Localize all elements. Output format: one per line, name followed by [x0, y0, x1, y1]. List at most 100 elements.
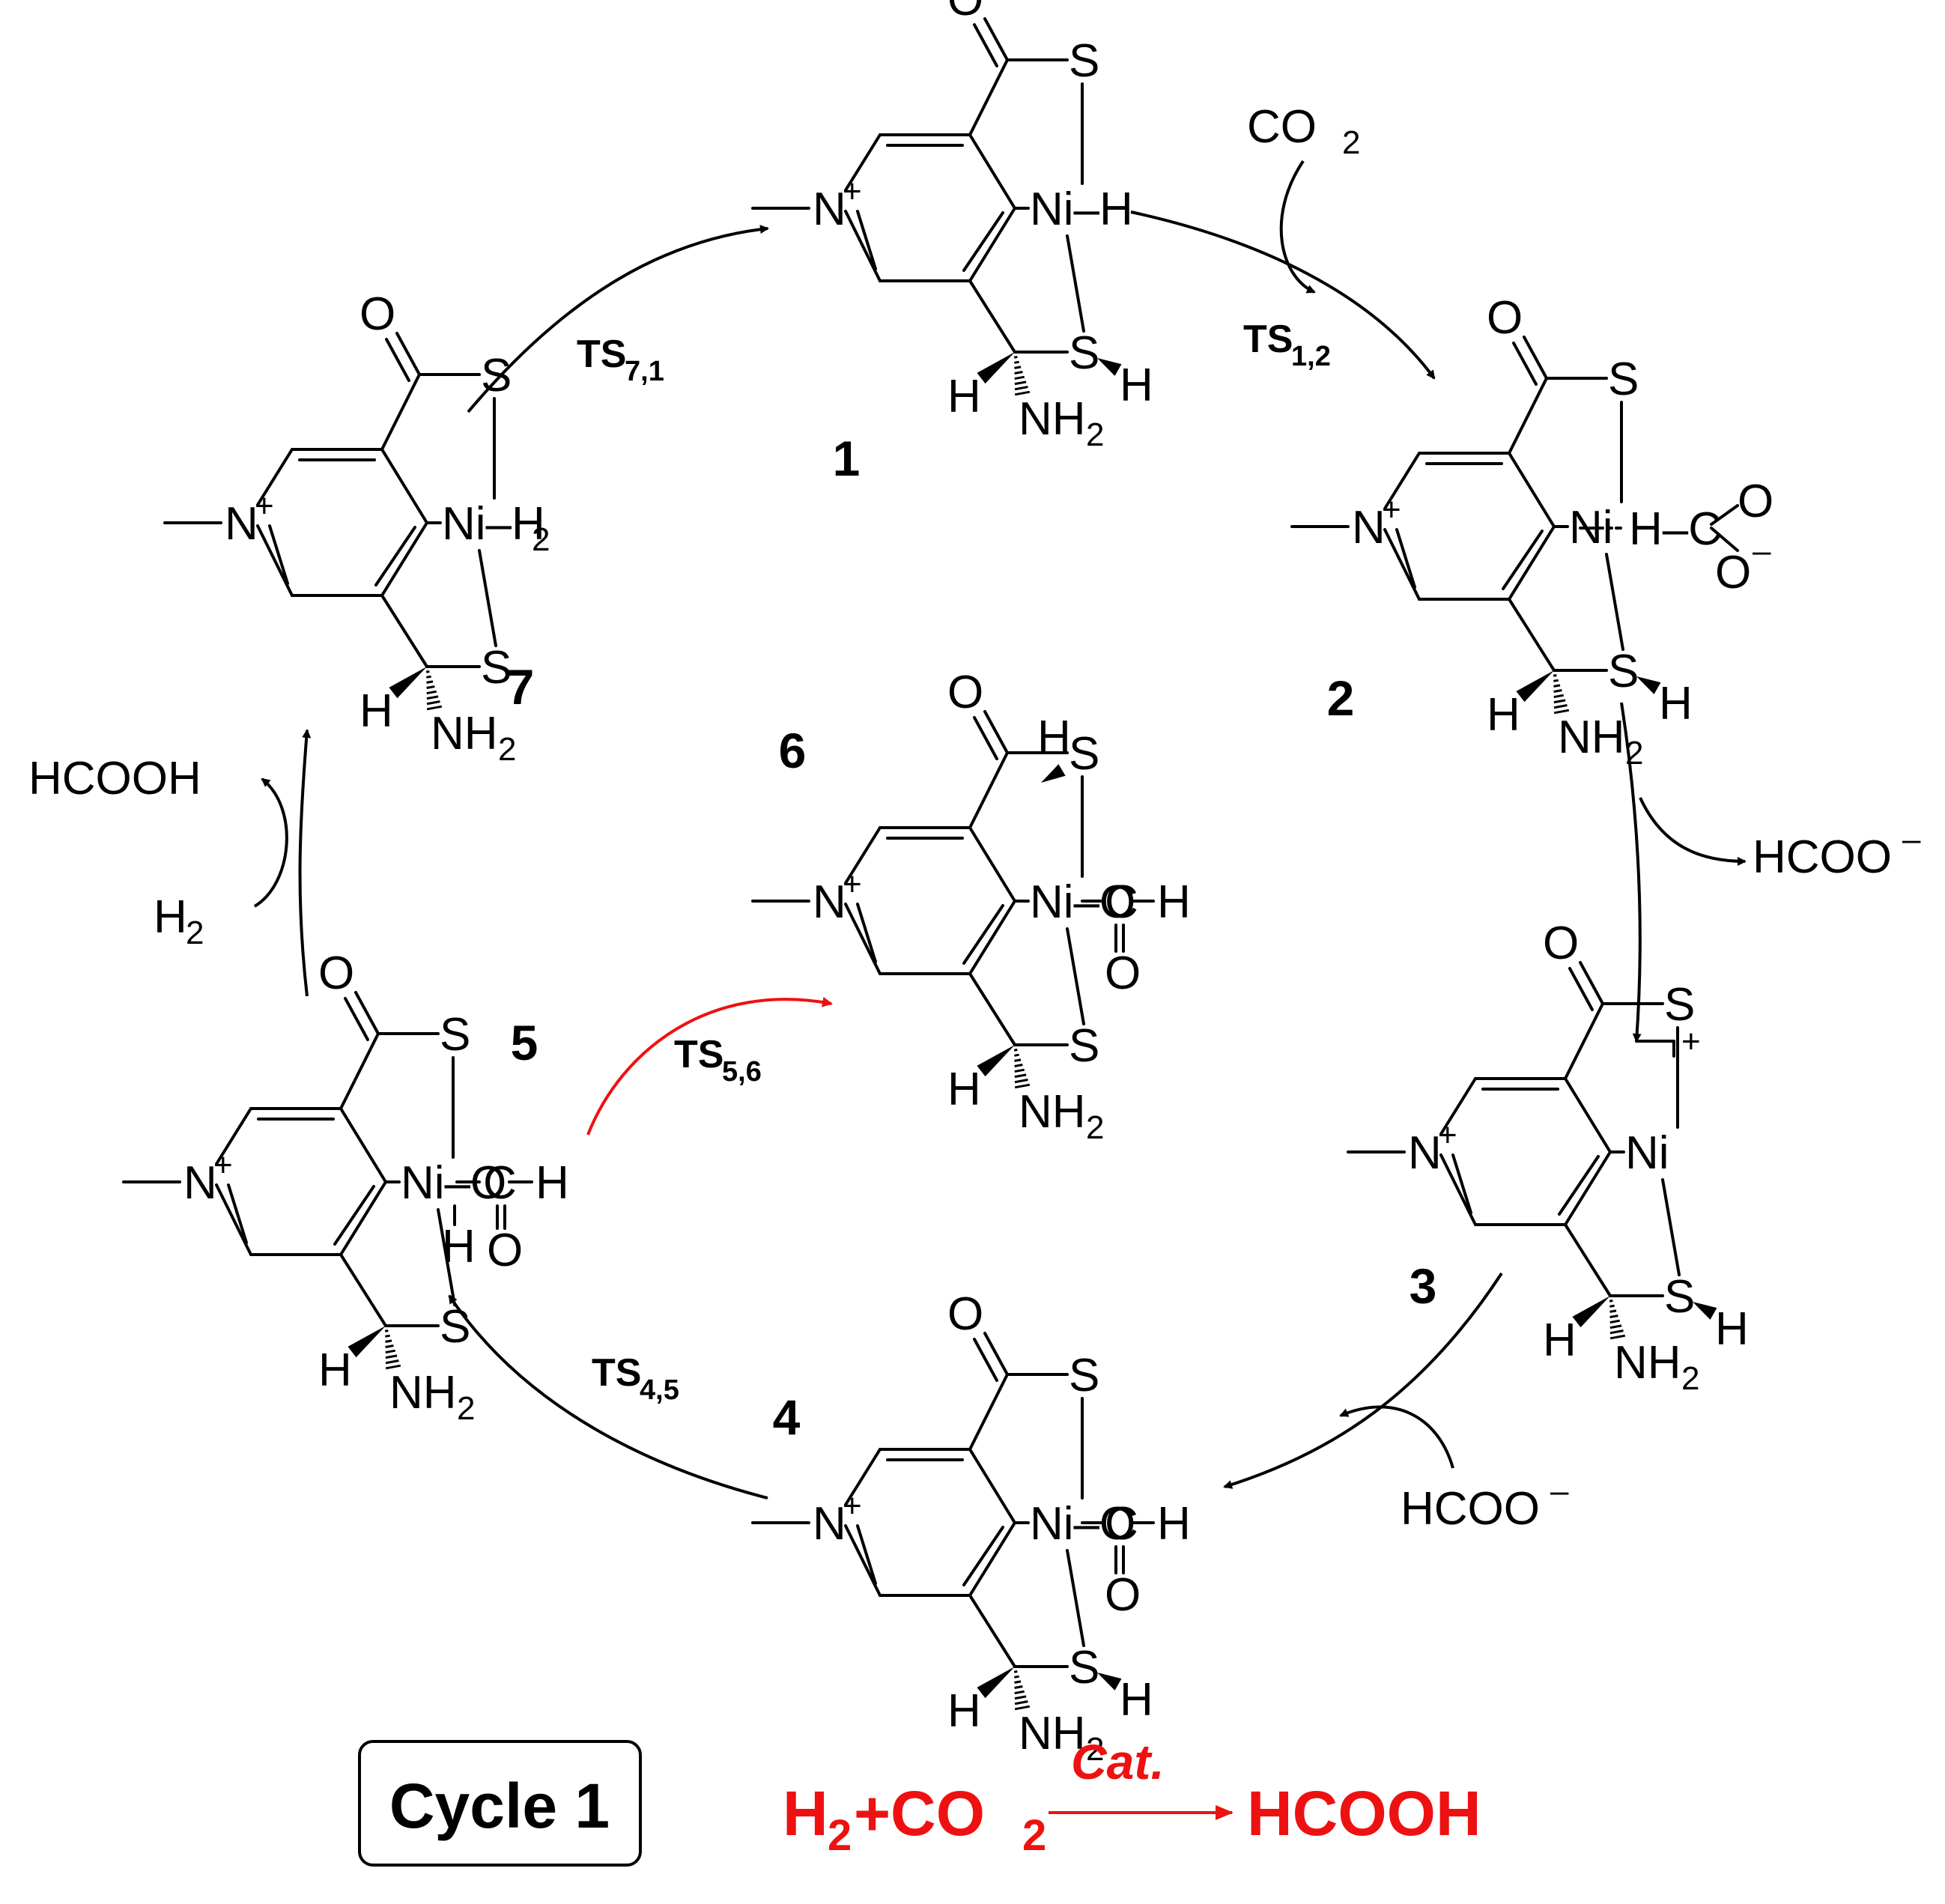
- ring-bond: [1564, 1150, 1612, 1226]
- intermediate-number-4: 4: [773, 1389, 801, 1445]
- bond: [339, 1253, 387, 1327]
- intermediate-number-7: 7: [507, 659, 535, 715]
- ring-bond: [256, 524, 294, 597]
- ring-bond: [1439, 1077, 1477, 1136]
- ts-subscript: 5,6: [722, 1056, 762, 1088]
- nickel-atom: Ni–H: [1030, 184, 1133, 235]
- ts-label-5-6: TS: [674, 1033, 723, 1076]
- carbonyl-double-bond: [973, 1338, 998, 1382]
- carbonyl-bond: [983, 710, 1009, 754]
- amine-label: NH: [1558, 712, 1625, 763]
- cycle-label-box: [358, 1740, 642, 1867]
- arrow-4-to-5: [448, 1294, 768, 1500]
- hashed-wedge-bond: [1013, 356, 1031, 396]
- thiol-hydrogen: H: [1120, 360, 1153, 411]
- bond: [968, 1373, 1009, 1451]
- ring-bond: [844, 826, 882, 885]
- ring-bond: [380, 521, 428, 597]
- nitrogen-atom: N: [1352, 502, 1386, 554]
- oxygen-atom: O: [1105, 948, 1141, 999]
- intermediate-number-1: 1: [833, 431, 861, 486]
- sulfur-atom-bottom: S: [1664, 1271, 1695, 1323]
- oxygen-atom: O: [947, 0, 983, 25]
- nitrogen-atom: N: [813, 876, 846, 928]
- thiol-hydrogen: H: [1659, 678, 1693, 730]
- sulfur-atom-bottom: S: [1069, 1642, 1099, 1694]
- amine-label: NH: [1019, 1086, 1086, 1138]
- ring-bond: [215, 1107, 252, 1165]
- hydrogen-atom: H: [1157, 1498, 1191, 1550]
- wedge-bond: [1041, 764, 1066, 783]
- nickel-atom: Ni–H: [442, 498, 545, 550]
- carbonyl-double-bond: [1568, 967, 1594, 1011]
- amine-label: NH: [1019, 393, 1086, 445]
- wedge-bond: [389, 667, 427, 699]
- hashed-wedge-bond: [384, 1330, 401, 1370]
- nitrogen-atom: N: [813, 184, 846, 235]
- carbonyl-bond: [395, 332, 421, 376]
- ring-double-bond: [268, 524, 289, 585]
- nitrogen-atom: N: [183, 1157, 217, 1209]
- bond: [1710, 527, 1739, 552]
- sulfur-atom-top: S: [440, 1009, 470, 1061]
- ring-bond: [844, 210, 882, 282]
- bond: [1564, 1002, 1604, 1080]
- sulfur-atom-bottom: S: [481, 642, 512, 694]
- subscript-2: 2: [1681, 1360, 1699, 1397]
- hcoo-out-arrow: [1639, 797, 1747, 866]
- ring-double-bond: [374, 526, 416, 586]
- carbonyl-bond: [354, 991, 380, 1035]
- subscript-2: 2: [1086, 1731, 1104, 1768]
- hydrogen-atom: H: [318, 1344, 352, 1396]
- hydrogen-atom: H: [947, 1685, 981, 1737]
- ring-bond: [380, 448, 428, 524]
- hashed-wedge-bond: [1013, 1049, 1031, 1089]
- wedge-bond: [1572, 1296, 1610, 1328]
- ring-bond: [1383, 528, 1421, 601]
- subscript-2: 2: [532, 521, 550, 558]
- ni-s-bond-bottom: [1066, 927, 1085, 1025]
- carbonyl-double-bond: [344, 997, 369, 1041]
- arrow-5-to-6: [586, 996, 833, 1136]
- wedge-bond: [348, 1326, 386, 1358]
- bond: [380, 373, 421, 451]
- oxygen-atom: O: [1543, 918, 1579, 969]
- oxygen-atom: O: [947, 667, 983, 718]
- nickel-atom: Ni–O: [401, 1157, 506, 1209]
- bond: [968, 279, 1016, 354]
- wedge-bond: [1693, 1302, 1717, 1320]
- sulfur-atom-top: S: [1664, 979, 1695, 1031]
- oxygen-atom: O: [1487, 292, 1523, 344]
- minus-charge: –: [1550, 1473, 1569, 1509]
- reaction-product: HCOOH: [1247, 1778, 1481, 1849]
- ring-double-bond: [1558, 1155, 1600, 1216]
- ni-s-bond-bottom: [437, 1208, 456, 1306]
- thiol-hydrogen: H: [1037, 712, 1071, 763]
- ring-bond: [256, 448, 294, 506]
- ts-subscript: 7,1: [625, 356, 664, 387]
- ring-double-bond: [1451, 1153, 1472, 1214]
- ring-bond: [968, 1448, 1016, 1524]
- ts-label-7-1: TS: [577, 333, 626, 376]
- oxygen-atom: O: [1738, 476, 1773, 527]
- amine-label: NH: [1614, 1337, 1681, 1389]
- sulfur-atom-bottom: S: [1069, 327, 1099, 379]
- oxygen-atom: O: [359, 288, 395, 340]
- hcoo-minus-label-bottom: HCOO: [1401, 1483, 1540, 1535]
- hashed-wedge-bond: [1553, 674, 1570, 715]
- oxygen-atom: O: [1105, 1569, 1141, 1621]
- reaction-h: H: [783, 1778, 828, 1849]
- subscript-2: 2: [1086, 416, 1104, 453]
- carbonyl-bond: [983, 17, 1009, 61]
- ring-bond: [1508, 452, 1556, 528]
- sulfur-atom-bottom: S: [1608, 646, 1639, 697]
- subscript-2: 2: [498, 731, 516, 768]
- intermediate-number-6: 6: [779, 723, 807, 778]
- hydrogen-atom: H: [359, 685, 393, 737]
- arrow-3-to-4: [1223, 1272, 1503, 1489]
